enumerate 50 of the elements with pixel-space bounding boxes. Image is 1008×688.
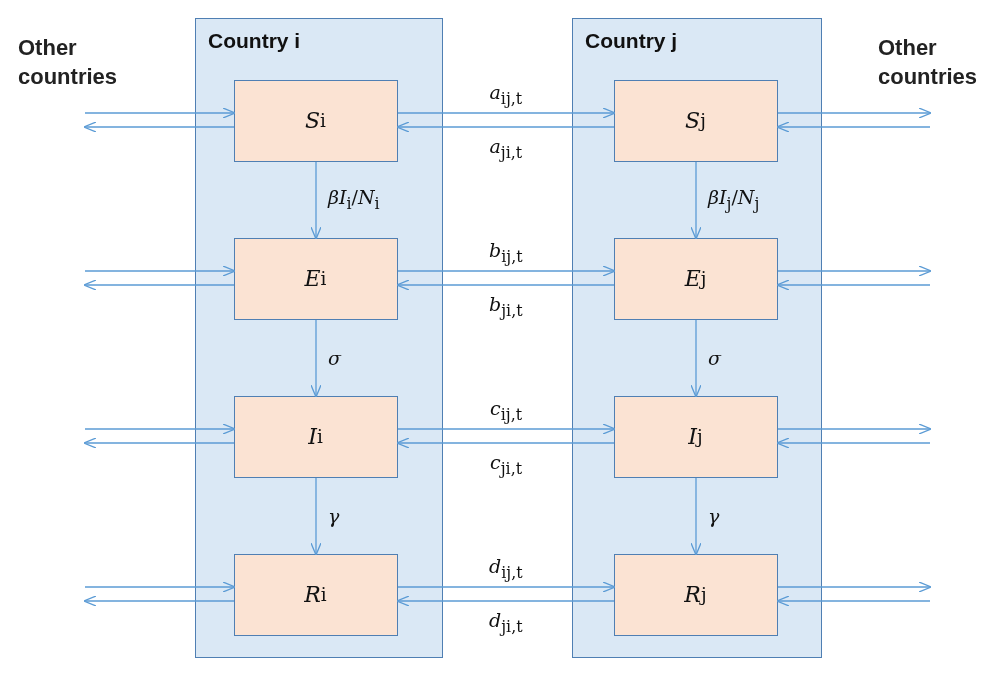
arrow [397,423,616,435]
edge-label: a$_{ij,t}$ [489,83,523,107]
arrow [83,121,235,133]
arrow [777,423,932,435]
arrow [396,121,615,133]
panel-title: Country j [585,29,678,53]
edge-label: a$_{ji,t}$ [489,137,523,161]
edge-label: c$_{ij,t}$ [490,399,523,423]
edge-label: βI$_{j}$/N$_{j}$ [708,188,760,212]
edge-label: b$_{ij,t}$ [489,241,523,265]
side-label: Other countries [878,34,979,91]
arrow [397,107,616,119]
edge-label: γ [328,506,340,526]
edge-label: d$_{ij,t}$ [489,557,523,581]
arrow [396,279,615,291]
panel-title: Country i [208,29,301,53]
arrow [84,423,236,435]
edge-label: σ [708,348,721,368]
edge-label: βI$_{i}$/N$_{i}$ [328,188,380,212]
arrow [396,595,615,607]
arrow [84,265,236,277]
arrow [310,319,322,398]
arrow [777,581,932,593]
edge-label: d$_{ji,t}$ [489,611,523,635]
arrow [776,279,931,291]
country-panel [572,18,822,658]
arrow [777,265,932,277]
arrow [776,437,931,449]
arrow [83,595,235,607]
arrow [777,107,932,119]
arrow [690,161,702,240]
arrow [690,319,702,398]
arrow [776,121,931,133]
arrow [397,581,616,593]
arrow [83,437,235,449]
arrow [84,581,236,593]
arrow [397,265,616,277]
arrow [396,437,615,449]
edge-label: γ [708,506,720,526]
edge-label: b$_{ji,t}$ [489,295,523,319]
edge-label: σ [328,348,341,368]
country-panel [195,18,443,658]
arrow [310,477,322,556]
arrow [83,279,235,291]
side-label: Other countries [18,34,119,91]
arrow [690,477,702,556]
edge-label: c$_{ji,t}$ [490,453,523,477]
arrow [310,161,322,240]
arrow [84,107,236,119]
arrow [776,595,931,607]
